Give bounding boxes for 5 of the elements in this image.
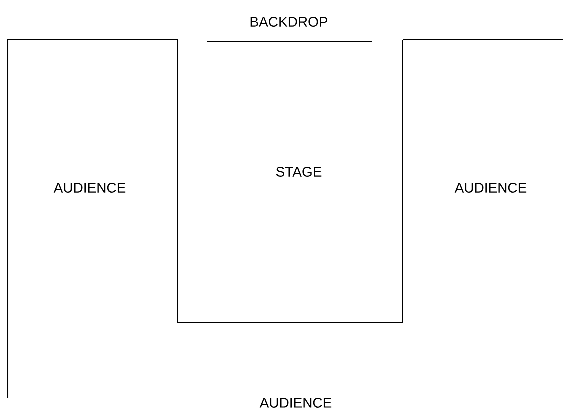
audience-label: AUDIENCE	[54, 183, 126, 193]
audience-label: AUDIENCE	[454, 183, 527, 193]
backdrop-label: BACKDROP	[250, 17, 328, 27]
stage-label: STAGE	[276, 167, 322, 177]
audience-label: AUDIENCE	[260, 398, 332, 408]
